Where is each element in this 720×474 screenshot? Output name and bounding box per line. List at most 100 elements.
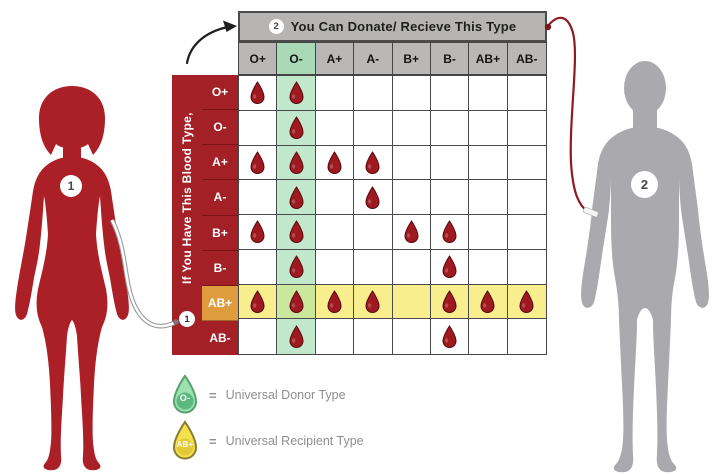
cell-A+-AB- bbox=[507, 145, 546, 181]
cell-AB--A+ bbox=[315, 319, 355, 354]
male-silhouette bbox=[581, 61, 709, 473]
cell-O--AB+ bbox=[469, 110, 508, 146]
cell-B+-B- bbox=[430, 215, 470, 250]
cell-B+-B+ bbox=[392, 215, 431, 250]
universal-recipient-label: Universal Recipient Type bbox=[225, 434, 364, 448]
cell-O+-A+ bbox=[315, 76, 355, 111]
blood-drop-icon bbox=[365, 185, 380, 209]
column-header-B-: B- bbox=[430, 43, 470, 74]
equals-sign: = bbox=[209, 433, 217, 449]
blood-drop-icon bbox=[289, 185, 304, 209]
column-header-AB+: AB+ bbox=[469, 43, 508, 74]
cell-A--B- bbox=[430, 180, 470, 215]
cell-B--A+ bbox=[315, 249, 355, 285]
cell-O+-A- bbox=[354, 76, 393, 111]
blood-drop-icon bbox=[250, 289, 265, 313]
cell-B+-O+ bbox=[239, 215, 278, 250]
blood-drop-icon bbox=[442, 220, 457, 244]
cell-A--A+ bbox=[315, 180, 355, 215]
female-hair bbox=[39, 86, 105, 155]
column-header-B+: B+ bbox=[392, 43, 431, 74]
cell-O+-B- bbox=[430, 76, 470, 111]
cell-AB--B- bbox=[430, 319, 470, 354]
blood-drop-icon bbox=[250, 150, 265, 174]
header-step-badge: 2 bbox=[268, 19, 284, 34]
male-body bbox=[581, 126, 709, 473]
cell-B--AB+ bbox=[469, 249, 508, 285]
blood-drop-icon bbox=[250, 81, 265, 105]
legend: O- = Universal Donor Type AB+ = Universa… bbox=[170, 372, 364, 464]
cell-A+-AB+ bbox=[469, 145, 508, 181]
cell-A--O- bbox=[277, 180, 316, 215]
header-title: You Can Donate/ Recieve This Type bbox=[290, 19, 517, 34]
cell-B+-AB- bbox=[507, 215, 546, 250]
cell-B+-AB+ bbox=[469, 215, 508, 250]
row-header-A-: A- bbox=[202, 180, 238, 216]
cell-O--A+ bbox=[315, 110, 355, 146]
cell-O--B- bbox=[430, 110, 470, 146]
cell-AB+-O- bbox=[277, 284, 316, 320]
cell-AB--A- bbox=[354, 319, 393, 354]
cell-AB+-AB+ bbox=[469, 284, 508, 320]
female-silhouette bbox=[15, 86, 129, 471]
cell-B+-A- bbox=[354, 215, 393, 250]
row-header-AB+: AB+ bbox=[202, 285, 238, 321]
cell-O--AB- bbox=[507, 110, 546, 146]
cell-O+-O- bbox=[277, 76, 316, 111]
cell-O--A- bbox=[354, 110, 393, 146]
blood-drop-icon bbox=[365, 289, 380, 313]
cell-A--AB- bbox=[507, 180, 546, 215]
cell-AB+-AB- bbox=[507, 284, 546, 320]
blood-drop-icon bbox=[327, 289, 342, 313]
column-header-AB-: AB- bbox=[507, 43, 546, 74]
cell-AB+-A+ bbox=[315, 284, 355, 320]
blood-drop-icon bbox=[289, 116, 304, 140]
recipient-drop-label: AB+ bbox=[176, 440, 194, 449]
donate-receive-header: 2 You Can Donate/ Recieve This Type bbox=[238, 11, 547, 42]
cell-A+-A+ bbox=[315, 145, 355, 181]
cell-B+-O- bbox=[277, 215, 316, 250]
arrow-to-header bbox=[185, 25, 230, 65]
female-figure-badge: 1 bbox=[60, 175, 82, 197]
universal-donor-drop-icon: O- bbox=[170, 374, 200, 416]
legend-item-universal-recipient: AB+ = Universal Recipient Type bbox=[170, 418, 364, 464]
cell-B--B+ bbox=[392, 249, 431, 285]
cell-AB--AB- bbox=[507, 319, 546, 354]
row-header-column: O+O-A+A-B+B-AB+AB- bbox=[202, 75, 238, 355]
blood-drop-icon bbox=[442, 289, 457, 313]
blood-drop-icon bbox=[289, 81, 304, 105]
column-header-A+: A+ bbox=[315, 43, 355, 74]
universal-donor-label: Universal Donor Type bbox=[225, 388, 346, 402]
cell-A+-O+ bbox=[239, 145, 278, 181]
female-body bbox=[15, 156, 129, 471]
column-header-A-: A- bbox=[354, 43, 393, 74]
cell-A+-B- bbox=[430, 145, 470, 181]
female-neck bbox=[63, 130, 81, 162]
blood-drop-icon bbox=[289, 220, 304, 244]
universal-recipient-drop-icon: AB+ bbox=[170, 420, 200, 462]
column-header-O-: O- bbox=[277, 43, 316, 74]
cell-B--O+ bbox=[239, 249, 278, 285]
cell-B--AB- bbox=[507, 249, 546, 285]
cell-A--O+ bbox=[239, 180, 278, 215]
cell-A+-O- bbox=[277, 145, 316, 181]
blood-drop-icon bbox=[519, 289, 534, 313]
cell-A+-A- bbox=[354, 145, 393, 181]
row-header-A+: A+ bbox=[202, 145, 238, 181]
recipient-drop-badge bbox=[176, 438, 194, 456]
cell-O--O- bbox=[277, 110, 316, 146]
row-header-O-: O- bbox=[202, 110, 238, 146]
cell-O+-O+ bbox=[239, 76, 278, 111]
side-band: If You Have This Blood Type, bbox=[172, 75, 202, 355]
cell-O--O+ bbox=[239, 110, 278, 146]
cell-AB+-B+ bbox=[392, 284, 431, 320]
cell-A--AB+ bbox=[469, 180, 508, 215]
donor-drop-badge bbox=[176, 392, 194, 410]
donor-drop-label: O- bbox=[179, 393, 191, 403]
cell-B--B- bbox=[430, 249, 470, 285]
blood-drop-icon bbox=[480, 289, 495, 313]
cell-O--B+ bbox=[392, 110, 431, 146]
male-figure-badge: 2 bbox=[631, 171, 658, 198]
equals-sign: = bbox=[209, 387, 217, 403]
